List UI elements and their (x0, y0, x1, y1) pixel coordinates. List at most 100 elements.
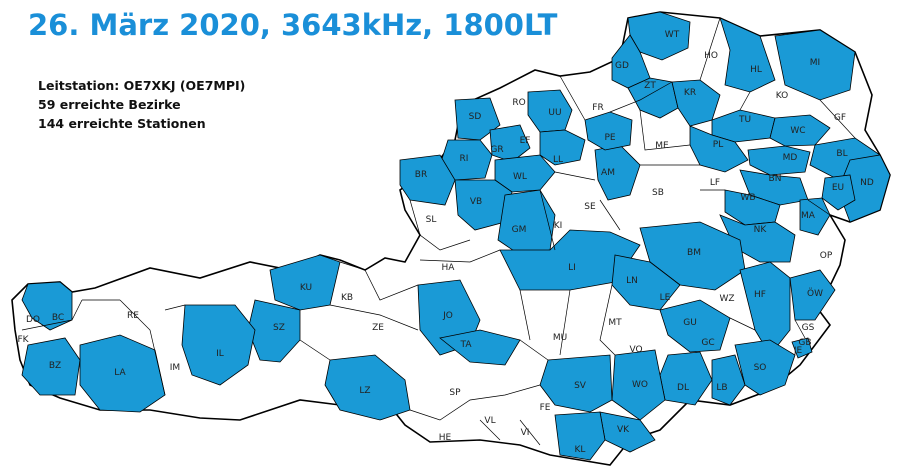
district-label-SE: SE (584, 202, 596, 212)
district-label-KU: KU (300, 283, 312, 293)
district-ÖW (789, 269, 836, 321)
district-EU (821, 174, 856, 211)
district-label-ZT: ZT (644, 81, 656, 91)
district-label-GF: GF (834, 113, 846, 123)
district-label-IM: IM (170, 363, 180, 373)
district-label-HF: HF (754, 290, 766, 300)
district-label-BL: BL (836, 149, 847, 159)
district-BC (21, 281, 73, 331)
district-label-LA: LA (114, 368, 126, 378)
district-label-VI: VI (521, 428, 530, 438)
district-label-LL: LL (553, 155, 563, 165)
district-BZ (21, 337, 81, 396)
district-label-WT: WT (665, 30, 680, 40)
district-label-KO: KO (776, 91, 789, 101)
district-label-OP: OP (820, 251, 833, 261)
district-label-KB: KB (341, 293, 353, 303)
district-label-HO: HO (704, 51, 718, 61)
district-label-LI: LI (568, 263, 576, 273)
district-PL (689, 125, 749, 173)
district-label-ND: ND (860, 178, 874, 188)
district-label-ME: ME (655, 141, 669, 151)
district-label-RI: RI (460, 154, 469, 164)
district-label-FR: FR (592, 103, 603, 113)
district-MA (799, 197, 831, 236)
district-LZ (324, 354, 411, 421)
district-label-KR: KR (684, 88, 696, 98)
district-LB (711, 354, 746, 406)
district-label-GD: GD (615, 61, 629, 71)
district-BR (399, 154, 456, 206)
district-label-ÖW: ÖW (807, 288, 823, 299)
district-WO (611, 349, 666, 421)
district-label-ZE: ZE (372, 323, 384, 333)
district-label-GM: GM (512, 225, 527, 235)
district-label-PE: PE (604, 133, 615, 143)
district-label-FK: FK (17, 335, 29, 345)
district-boundaries (21, 17, 856, 446)
district-label-BR: BR (415, 170, 427, 180)
district-label-BZ: BZ (49, 361, 61, 371)
district-label-UU: UU (548, 108, 561, 118)
district-label-GR: GR (490, 145, 503, 155)
district-label-HA: HA (442, 263, 456, 273)
district-label-MT: MT (608, 318, 622, 328)
district-label-AM: AM (601, 168, 615, 178)
lead-station-text: Leitstation: OE7XKJ (OE7MPI) (38, 78, 246, 93)
district-label-MA: MA (801, 211, 816, 221)
district-shapes (21, 11, 891, 461)
district-label-SZ: SZ (273, 323, 285, 333)
district-LI (499, 229, 641, 291)
district-label-TU: TU (738, 115, 751, 125)
district-label-IL: IL (216, 349, 224, 359)
district-label-JO: JO (442, 311, 453, 321)
district-label-PL: PL (713, 140, 723, 150)
stations-count-text: 144 erreichte Stationen (38, 116, 206, 131)
district-label-KL: KL (575, 445, 586, 455)
district-label-HE: HE (439, 433, 452, 443)
district-LA (79, 334, 166, 413)
district-label-RE: RE (127, 311, 139, 321)
district-label-SV: SV (574, 381, 587, 391)
district-label-EF: EF (520, 136, 531, 146)
district-GU (659, 299, 731, 353)
district-label-LB: LB (716, 383, 727, 393)
district-label-RO: RO (512, 98, 525, 108)
district-label-LZ: LZ (359, 386, 370, 396)
district-label-SP: SP (449, 388, 461, 398)
district-label-VO: VO (629, 345, 642, 355)
district-MI (774, 29, 856, 101)
district-label-WB: WB (740, 193, 755, 203)
district-SO (734, 339, 796, 396)
district-label-TA: TA (460, 340, 473, 350)
map-title: 26. März 2020, 3643kHz, 1800LT (28, 8, 558, 42)
district-label-JE: JE (793, 346, 803, 356)
district-label-SB: SB (652, 188, 664, 198)
district-label-VL: VL (484, 416, 495, 426)
district-label-VK: VK (617, 425, 630, 435)
district-KL (554, 411, 606, 461)
district-label-GS: GS (802, 323, 815, 333)
district-label-LF: LF (710, 178, 720, 188)
district-GR (489, 124, 531, 163)
district-label-GC: GC (701, 338, 714, 348)
district-label-DO: DO (26, 315, 40, 325)
district-label-SL: SL (426, 215, 437, 225)
district-label-LN: LN (626, 276, 638, 286)
district-label-DL: DL (677, 383, 689, 393)
district-label-SO: SO (754, 363, 767, 373)
info-block: Leitstation: OE7XKJ (OE7MPI) 59 erreicht… (38, 76, 245, 133)
district-label-MD: MD (783, 153, 798, 163)
district-label-WZ: WZ (719, 294, 734, 304)
district-label-NK: NK (754, 225, 768, 235)
district-label-VB: VB (470, 197, 482, 207)
district-label-EU: EU (832, 183, 844, 193)
district-label-MU: MU (553, 333, 567, 343)
district-GB (791, 337, 813, 359)
district-label-WO: WO (632, 380, 648, 390)
district-MD (747, 145, 811, 176)
district-label-HL: HL (750, 65, 762, 75)
district-label-FE: FE (540, 403, 551, 413)
district-label-WL: WL (513, 172, 527, 182)
